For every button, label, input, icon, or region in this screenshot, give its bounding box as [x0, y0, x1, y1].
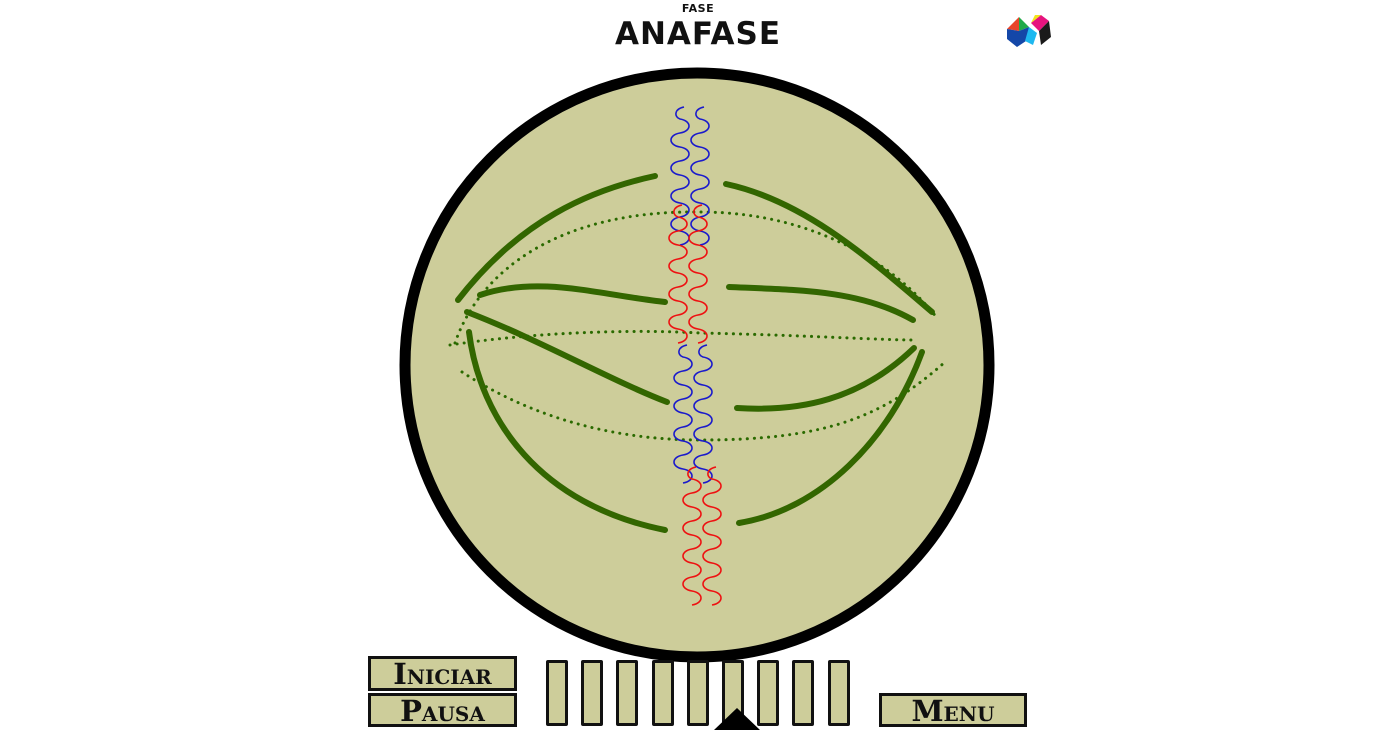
pause-button[interactable]: Pausa	[368, 693, 517, 727]
spindle-fiber	[736, 349, 925, 526]
polar-fibers	[448, 210, 947, 442]
chromatid-blue	[670, 106, 690, 246]
timeline-step-8[interactable]	[792, 660, 815, 726]
spindle-fiber	[464, 309, 670, 405]
phase-title: ANAFASE	[614, 16, 782, 52]
chromatid-red	[682, 466, 702, 606]
menu-button[interactable]: Menu	[879, 693, 1027, 727]
menu-button-label: Menu	[911, 694, 995, 728]
timeline-step-4[interactable]	[651, 660, 674, 726]
spindle-fiber	[477, 283, 668, 305]
chromatid-blue	[690, 106, 710, 246]
spindle-fiber	[734, 345, 917, 412]
spindle-fiber	[726, 284, 916, 323]
chromatid-red	[668, 204, 688, 344]
spindle-fibers	[455, 173, 935, 533]
polar-fiber	[453, 210, 939, 345]
timeline-step-2[interactable]	[581, 660, 604, 726]
spindle-fiber	[466, 329, 668, 533]
start-button[interactable]: Iniciar	[368, 656, 517, 691]
timeline-step-3[interactable]	[616, 660, 639, 726]
timeline-step-7[interactable]	[757, 660, 780, 726]
chromatid-red	[702, 466, 722, 606]
start-button-label: Iniciar	[393, 657, 492, 691]
spindle-fiber	[723, 181, 935, 315]
chromosomes	[668, 106, 722, 606]
chromatid-blue	[693, 344, 713, 484]
polar-fiber	[460, 360, 947, 442]
chromatid-blue	[673, 344, 693, 484]
cell-membrane	[399, 67, 995, 663]
timeline-step-9[interactable]	[827, 660, 850, 726]
cube-logo-icon[interactable]	[1005, 11, 1053, 47]
polar-fiber	[448, 329, 917, 347]
chromatid-red	[688, 204, 708, 344]
timeline-step-1[interactable]	[546, 660, 568, 726]
timeline-step-5[interactable]	[686, 660, 709, 726]
timeline-pointer-icon[interactable]	[714, 708, 761, 730]
pause-button-label: Pausa	[400, 694, 485, 728]
spindle-fiber	[455, 173, 658, 303]
phase-label: FASE	[681, 2, 715, 15]
